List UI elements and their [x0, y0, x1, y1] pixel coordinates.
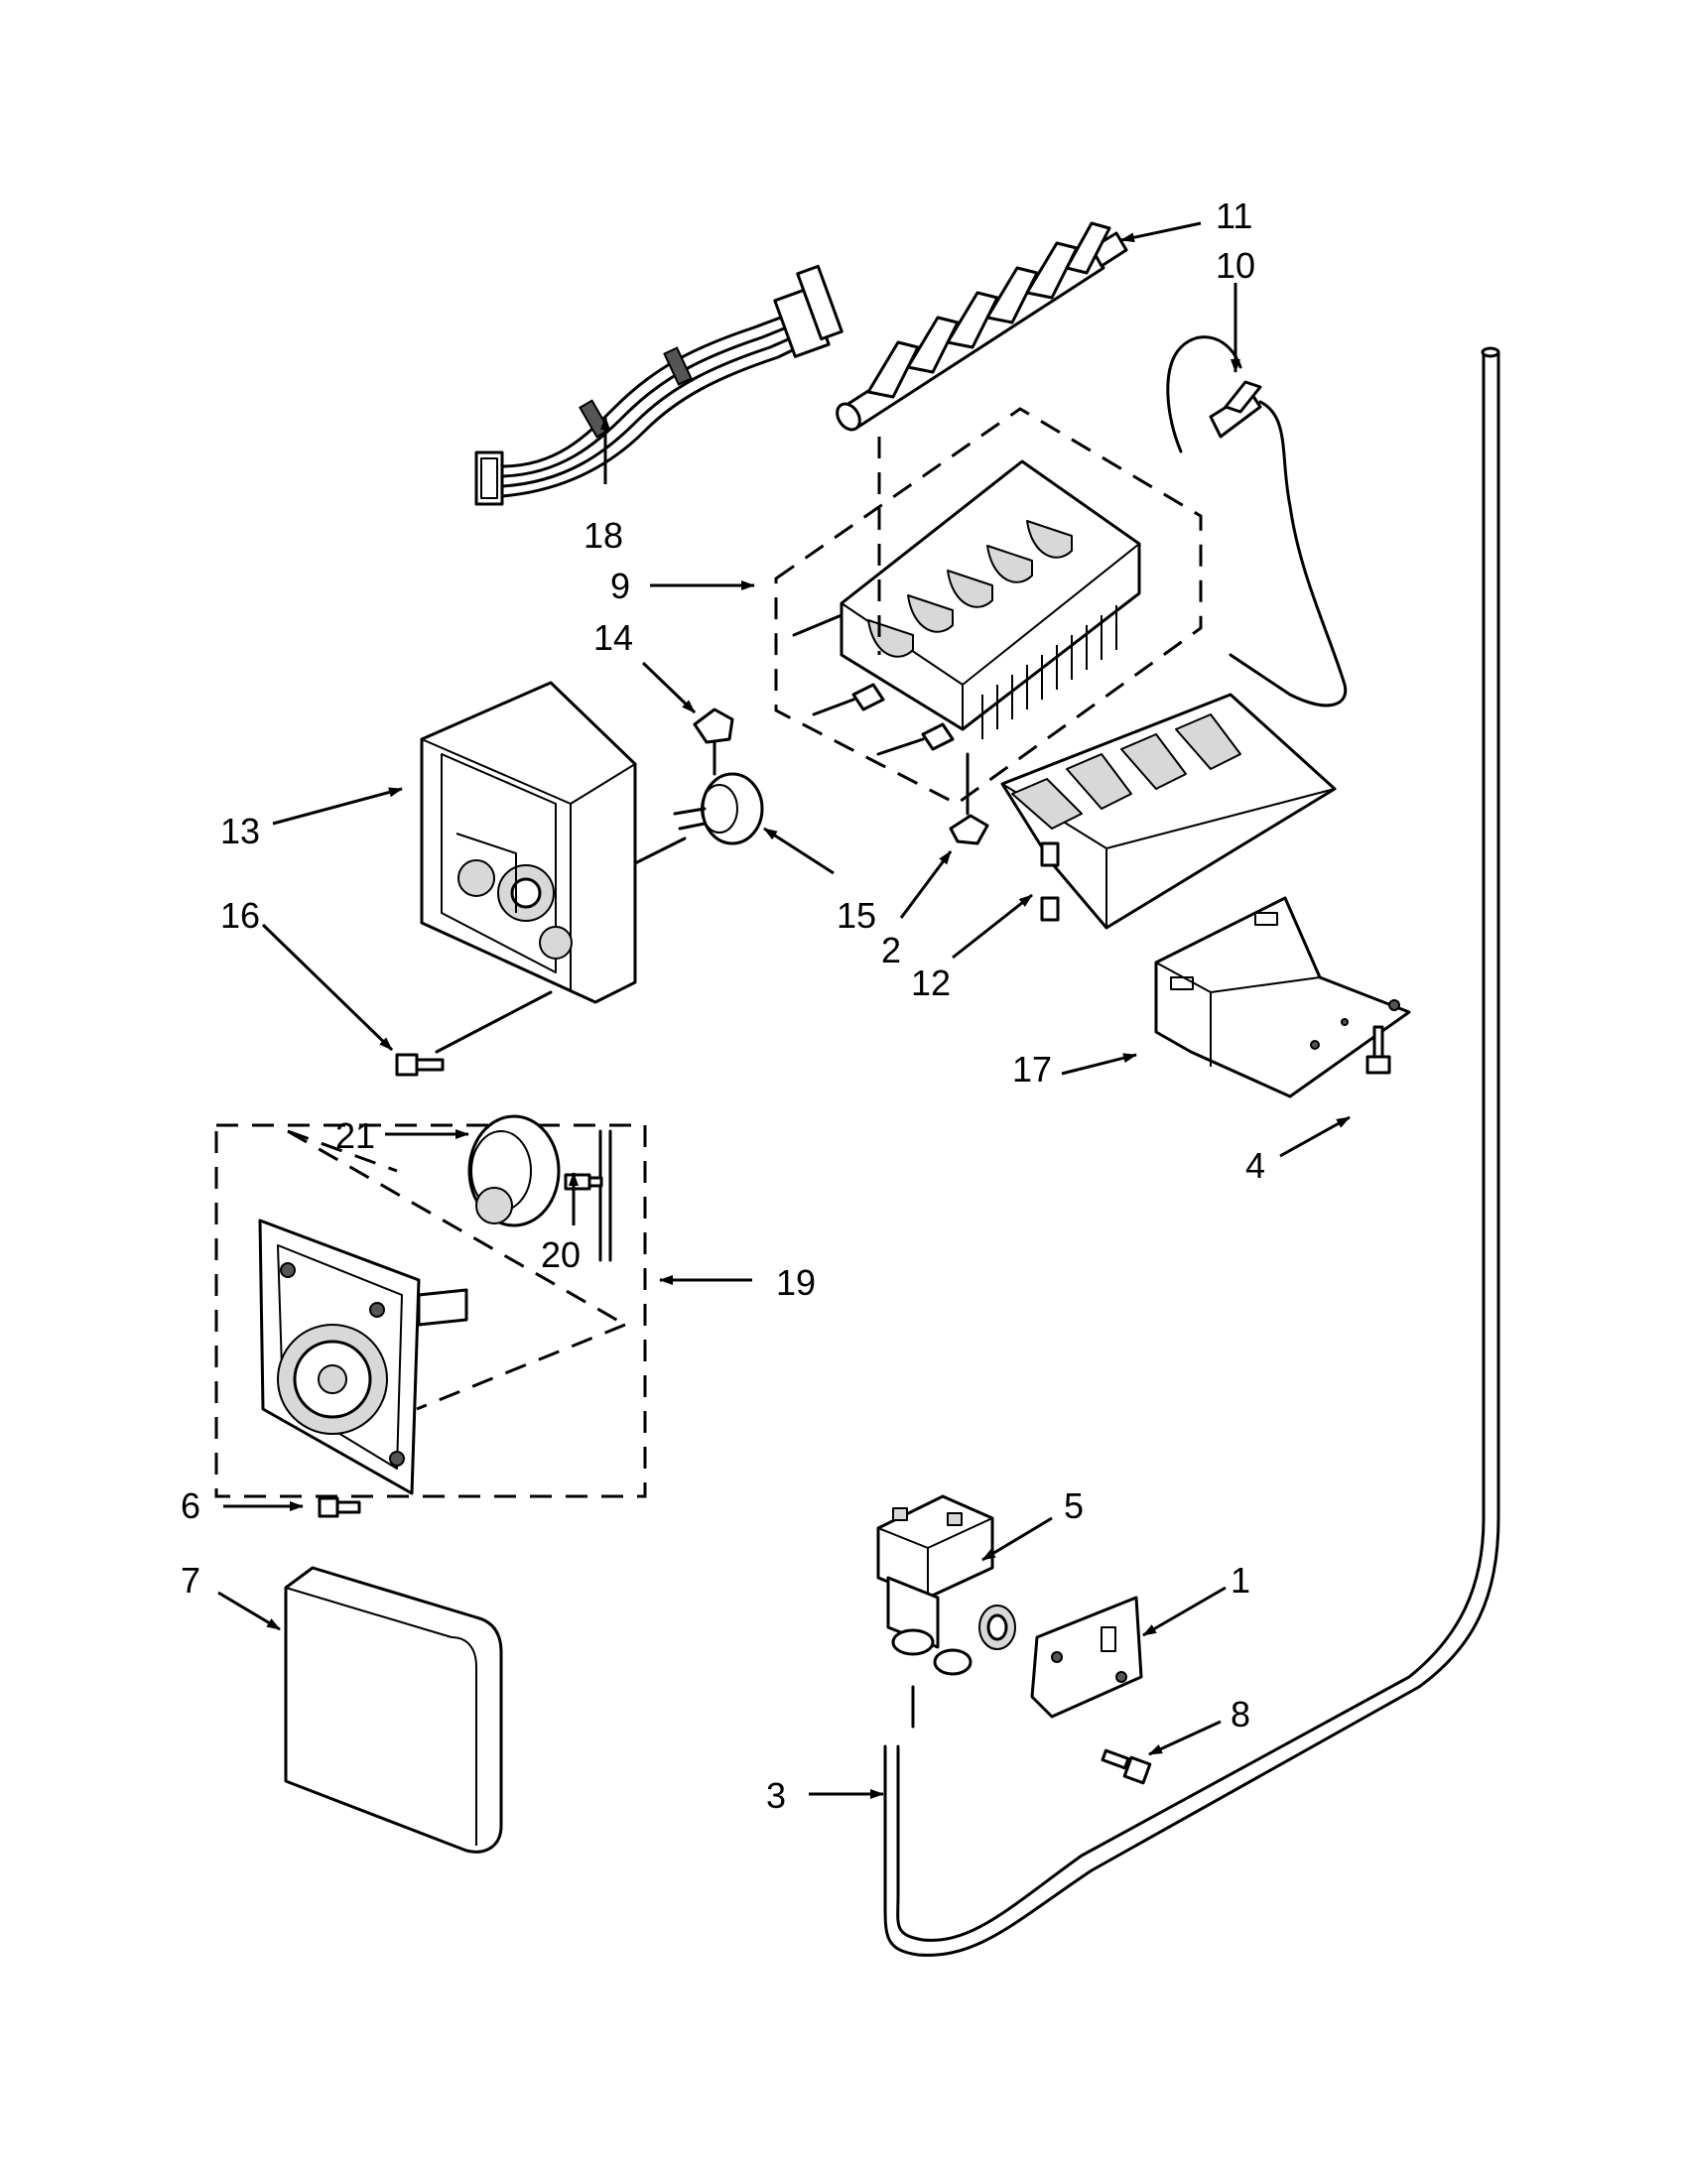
front-cover-part-7: [284, 1566, 503, 1854]
bracket-part-17: [1154, 896, 1411, 1098]
module-assembly-part-19: [214, 1123, 647, 1498]
clip-part-14: [693, 707, 734, 776]
screw-part-16: [395, 1053, 445, 1077]
callout-12: 12: [911, 963, 951, 1003]
screw-part-8: [1101, 1748, 1152, 1785]
callout-18: 18: [584, 515, 623, 556]
callout-13: 13: [220, 811, 260, 851]
callout-20: 20: [541, 1234, 581, 1275]
thermostat-part-10: [1166, 335, 1348, 707]
callout-14: 14: [593, 617, 633, 658]
wire-harness-part-18: [474, 264, 844, 506]
screw-part-20: [564, 1173, 603, 1191]
callout-17: 17: [1012, 1049, 1052, 1090]
valve-bracket-part-1: [1030, 1596, 1143, 1719]
callout-4: 4: [1245, 1145, 1265, 1186]
callout-2: 2: [881, 930, 901, 970]
callout-7: 7: [181, 1560, 200, 1601]
callout-16: 16: [220, 895, 260, 936]
callout-8: 8: [1231, 1694, 1250, 1734]
screw-part-4: [1365, 1025, 1391, 1075]
callout-3: 3: [766, 1775, 786, 1816]
motor-part-21: [467, 1114, 612, 1262]
callout-11: 11: [1216, 195, 1252, 236]
callout-labels: 11 10 18 9 14 13 15 2 12 16 17 4 21 20 1…: [181, 195, 1265, 1816]
ejector-blade-part-11: [836, 221, 1128, 432]
water-valve-part-5: [876, 1494, 1016, 1676]
water-tube-part-3: [883, 346, 1500, 1957]
screw-part-6: [318, 1496, 361, 1518]
callout-19: 19: [776, 1262, 816, 1303]
clip-part-2: [949, 752, 989, 845]
leader-lines: [217, 221, 1351, 1799]
callout-5: 5: [1064, 1485, 1084, 1526]
callout-15: 15: [837, 895, 876, 936]
shaft-part-15: [673, 772, 764, 845]
callout-9: 9: [610, 566, 630, 606]
callout-10: 10: [1216, 245, 1255, 286]
ice-mold-part-9: [774, 407, 1203, 806]
ice-stripper-part-12: [1000, 693, 1337, 930]
callout-1: 1: [1231, 1560, 1250, 1601]
callout-21: 21: [335, 1115, 375, 1156]
housing-part-13: [420, 681, 687, 1054]
callout-6: 6: [181, 1485, 200, 1526]
